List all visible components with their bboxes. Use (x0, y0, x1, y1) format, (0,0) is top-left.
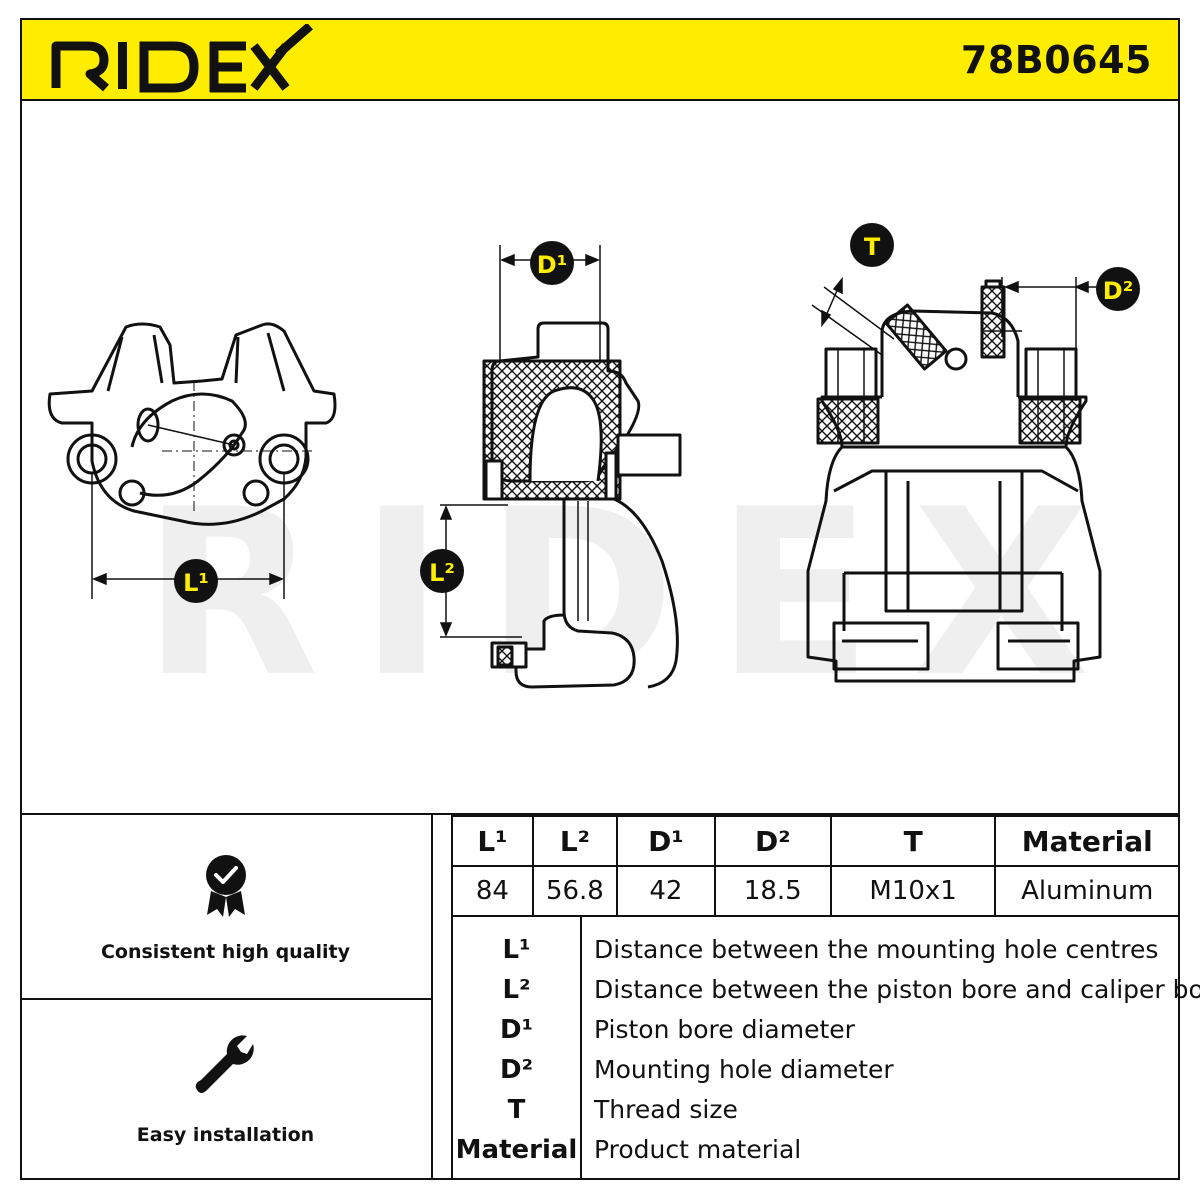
spec-value-l2: 56.8 (531, 865, 619, 917)
spec-header-t: T (829, 815, 997, 867)
legend-row-l2: L² Distance between the piston bore and … (453, 970, 1200, 1010)
d1-dimension (499, 245, 601, 363)
feature-quality-label: Consistent high quality (100, 941, 351, 963)
spec-header-row: L¹ L² D¹ D² T Material (451, 815, 1180, 867)
spec-value-row: 84 56.8 42 18.5 M10x1 Aluminum (451, 865, 1180, 917)
ridex-logo (51, 24, 313, 93)
legend-row-t: T Thread size (453, 1090, 1200, 1130)
spec-header-d1: D¹ (616, 815, 716, 867)
callout-t-label: T (864, 233, 881, 261)
wrench-icon (195, 1035, 254, 1093)
legend-symbol: L¹ (502, 935, 531, 965)
legend-symbol: L² (502, 975, 531, 1005)
legend-row-material: Material Product material (453, 1130, 1200, 1170)
spec-value-t: M10x1 (829, 865, 997, 917)
callout-l2: L² (420, 549, 464, 593)
spec-header-l2: L² (531, 815, 619, 867)
feature-installation-label: Easy installation (136, 1124, 315, 1146)
legend-symbol: D¹ (500, 1015, 533, 1045)
legend: L¹ Distance between the mounting hole ce… (451, 916, 1200, 1180)
spec-value-d2: 18.5 (713, 865, 832, 917)
info-section: Consistent high quality Easy installatio… (20, 813, 1200, 1180)
legend-description: Mounting hole diameter (594, 1055, 894, 1084)
spec-header-l1: L¹ (451, 815, 534, 867)
legend-description: Distance between the piston bore and cal… (594, 975, 1200, 1004)
spec-value-d1: 42 (616, 865, 716, 917)
caliper-rear-view (806, 279, 1102, 683)
spec-table: L¹ L² D¹ D² T Material 84 56.8 42 18.5 M… (451, 815, 1180, 917)
legend-row-d2: D² Mounting hole diameter (453, 1050, 1200, 1090)
t-dimension (811, 276, 895, 356)
caliper-front-view (47, 322, 337, 526)
legend-description: Product material (594, 1135, 802, 1164)
legend-description: Piston bore diameter (594, 1015, 855, 1044)
legend-symbol: D² (500, 1055, 533, 1085)
spec-value-material: Aluminum (994, 865, 1180, 917)
legend-row-d1: D¹ Piston bore diameter (453, 1010, 1200, 1050)
legend-description: Thread size (594, 1095, 738, 1124)
header-bar: 78B0645 (20, 18, 1180, 101)
part-number: 78B0645 (960, 38, 1152, 82)
caliper-section-view (482, 321, 682, 689)
callout-d2-label: D² (1103, 277, 1133, 305)
spec-header-d2: D² (713, 815, 832, 867)
spec-header-material: Material (994, 815, 1180, 867)
callout-d2: D² (1096, 267, 1140, 311)
feature-installation: Easy installation (20, 1000, 431, 1180)
quality-badge-icon (205, 855, 246, 917)
legend-symbol: T (507, 1095, 526, 1125)
legend-separator (580, 916, 582, 1180)
technical-drawing: RIDEX (22, 101, 1178, 813)
callout-d1-label: D¹ (537, 251, 567, 279)
legend-description: Distance between the mounting hole centr… (594, 935, 1159, 964)
d2-dimension (1001, 277, 1102, 401)
legend-row-l1: L¹ Distance between the mounting hole ce… (453, 930, 1200, 970)
legend-symbol: Material (455, 1135, 578, 1165)
feature-quality: Consistent high quality (20, 815, 431, 998)
callout-d1: D¹ (530, 241, 574, 285)
spec-value-l1: 84 (451, 865, 534, 917)
callout-t: T (850, 223, 894, 267)
feature-divider (20, 998, 431, 1000)
callout-l1: L¹ (174, 559, 218, 603)
callout-l1-label: L¹ (183, 569, 209, 597)
callout-l2-label: L² (429, 559, 455, 587)
feature-panel: Consistent high quality Easy installatio… (20, 815, 433, 1180)
